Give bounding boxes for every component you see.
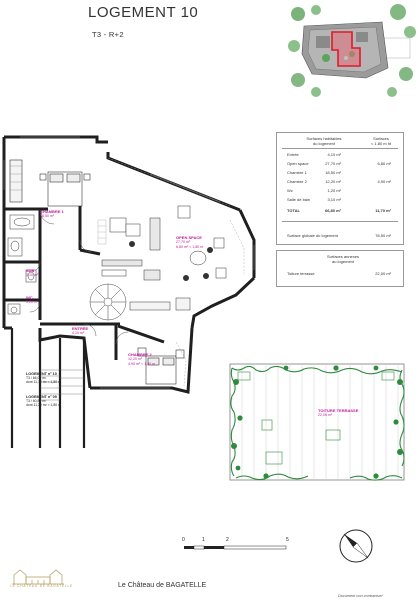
scale-tick: 5 — [286, 537, 289, 543]
terrace-name: TOITURE TERRASSE — [318, 408, 359, 413]
header-line: au logement — [331, 259, 354, 264]
row-value: 66,80 m² — [324, 208, 341, 213]
room-name: ENTRÉE — [72, 326, 89, 331]
row-label: Entrée — [287, 152, 299, 157]
global-surface: Surface globale du logement 78,50 m² — [287, 233, 391, 238]
room-area: 18,50 m² — [40, 214, 55, 219]
terrace-area: 22,00 m² — [318, 413, 333, 418]
roof-terrace-plan — [229, 363, 405, 481]
row-label: Wc — [287, 188, 293, 193]
terrace-label: TOITURE TERRASSE 22,00 m² — [318, 408, 359, 418]
surfaces-header: Surfaces habitables du logement — [291, 136, 357, 146]
row-value: 1,20 m² — [327, 188, 341, 193]
room-label-sdb: SDB 3,10 m² — [26, 268, 39, 278]
room-label-chambre-2: CHAMBRE 2 12,20 m² 4,90 m² < 1,80 m — [128, 352, 156, 366]
floor-plan — [2, 135, 256, 448]
row-value: 27,70 m² — [325, 161, 341, 166]
room-area: 1,20 m² — [26, 300, 39, 305]
header-line: < 1.80 m ht — [370, 141, 392, 146]
header-line: du logement — [312, 141, 335, 146]
neighbor-line: dont 11,20 m² < 1,80 m — [26, 403, 61, 408]
global-value: 78,50 m² — [375, 233, 391, 238]
header-line: Surfaces — [373, 136, 389, 141]
annex-header: Surfaces annexes au logement — [293, 254, 393, 264]
row-value: 4,10 m² — [327, 152, 341, 157]
table-row: Entrée 4,10 m² — [287, 152, 397, 158]
room-name: CHAMBRE 2 — [128, 352, 152, 357]
neighbor-name: LOGEMENT n° 09 — [26, 395, 57, 399]
footer-note: Document non contractuel — [338, 594, 383, 598]
room-name: SDB — [26, 268, 35, 273]
row-low-value: 4,90 m² — [377, 179, 391, 184]
room-note: 4,90 m² < 1,80 m — [128, 361, 156, 366]
room-label-open-space: OPEN SPACE 27,70 m² 6,80 m² < 1,80 m — [176, 235, 204, 249]
row-low-value: 11,70 m² — [375, 208, 391, 213]
room-area: 12,20 m² — [128, 357, 143, 362]
table-row: Salle de bain 3,10 m² — [287, 197, 397, 203]
row-label: Salle de bain — [287, 197, 311, 202]
row-label: Chambre 1 — [287, 170, 307, 175]
scale-tick: 0 — [182, 537, 185, 543]
row-value: 3,10 m² — [327, 197, 341, 202]
neighbor-line: T3 / 60,80 m² — [26, 399, 47, 404]
annex-row: Toiture terrasse 22,00 m² — [287, 271, 391, 276]
room-label-chambre-1: CHAMBRE 1 18,50 m² — [40, 209, 64, 219]
annex-table: Surfaces annexes au logement Toiture ter… — [276, 250, 404, 287]
page-subtitle: T3 - R+2 — [92, 30, 124, 39]
scale-tick: 1 — [202, 537, 205, 543]
scale-tick: 2 — [226, 537, 229, 543]
room-area: 3,10 m² — [26, 273, 39, 278]
room-area: 27,70 m² — [176, 240, 191, 245]
table-row: Chambre 2 12,20 m² 4,90 m² — [287, 179, 397, 185]
room-name: WC — [26, 295, 33, 300]
scale-bar — [184, 545, 287, 550]
row-value: 18,50 m² — [325, 170, 341, 175]
row-label: Open space — [287, 161, 309, 166]
row-label: TOTAL — [287, 208, 300, 213]
neighbor-label-09: LOGEMENT n° 09 T3 / 60,80 m² dont 11,20 … — [26, 395, 61, 408]
table-row: Open space 27,70 m² 6,80 m² — [287, 161, 397, 167]
logo-icon — [12, 569, 64, 585]
table-row: Chambre 1 18,50 m² — [287, 170, 397, 176]
footer-name: Le Château de BAGATELLE — [118, 582, 207, 589]
table-row: Wc 1,20 m² — [287, 188, 397, 194]
neighbor-name: LOGEMENT n° 10 — [26, 372, 57, 376]
surfaces-table: Surfaces habitables du logement Surfaces… — [276, 132, 404, 245]
neighbor-line: dont 11,70 m² < 1,80 m — [26, 380, 61, 385]
row-label: Chambre 2 — [287, 179, 307, 184]
header-line: Surfaces annexes — [326, 254, 360, 259]
annex-label: Toiture terrasse — [287, 271, 315, 276]
global-label: Surface globale du logement — [287, 233, 338, 238]
room-label-entree: ENTRÉE 4,10 m² — [72, 326, 89, 336]
neighbor-label-10: LOGEMENT n° 10 T3 / 66,00 m² dont 11,70 … — [26, 372, 61, 385]
neighbor-line: T3 / 66,00 m² — [26, 376, 47, 381]
table-row-total: TOTAL 66,80 m² 11,70 m² — [287, 208, 397, 214]
annex-value: 22,00 m² — [375, 271, 391, 276]
row-low-value: 6,80 m² — [377, 161, 391, 166]
header-line: Surfaces habitables — [306, 136, 342, 141]
room-name: OPEN SPACE — [176, 235, 202, 240]
row-value: 12,20 m² — [325, 179, 341, 184]
compass-icon — [339, 529, 373, 563]
room-area: 4,10 m² — [72, 331, 85, 336]
low-height-header: Surfaces < 1.80 m ht — [361, 136, 401, 146]
room-note: 6,80 m² < 1,80 m — [176, 244, 204, 249]
room-name: CHAMBRE 1 — [40, 209, 64, 214]
key-plan — [286, 2, 418, 100]
page-title: LOGEMENT 10 — [88, 4, 199, 21]
room-label-wc: WC 1,20 m² — [26, 295, 39, 305]
logo-text: LE CHÂTEAU DE BAGATELLE — [10, 584, 73, 588]
